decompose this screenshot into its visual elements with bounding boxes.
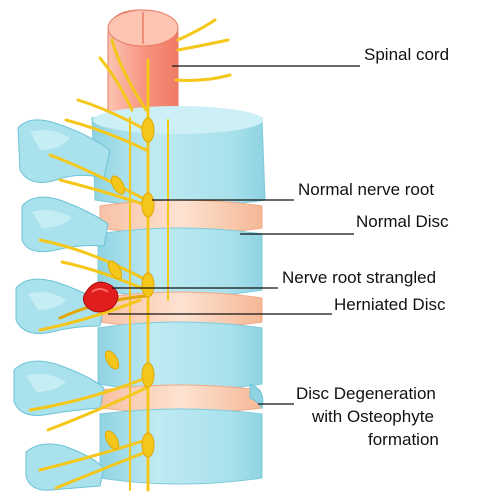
- nerve-roots: [28, 18, 232, 492]
- label-normal-disc: Normal Disc: [356, 212, 449, 231]
- label-disc-degeneration-line2: with Osteophyte: [311, 407, 434, 426]
- vertebra-4: [99, 408, 263, 485]
- vertebra-1: [91, 106, 266, 208]
- label-herniated-disc: Herniated Disc: [334, 295, 446, 314]
- vertebra-2: [97, 227, 263, 298]
- vertebra-3: [97, 321, 263, 392]
- leader-lines: [108, 65, 360, 405]
- label-disc-degeneration-line1: Disc Degeneration: [296, 384, 436, 403]
- process-shading: [26, 130, 72, 392]
- label-spinal-cord: Spinal cord: [364, 45, 449, 64]
- nerve-ganglia: [104, 117, 155, 458]
- label-disc-degeneration-line3: formation: [368, 430, 439, 449]
- label-nerve-root-strangled: Nerve root strangled: [282, 268, 436, 287]
- label-normal-nerve-root: Normal nerve root: [298, 180, 434, 199]
- herniation-bulge: [82, 281, 119, 313]
